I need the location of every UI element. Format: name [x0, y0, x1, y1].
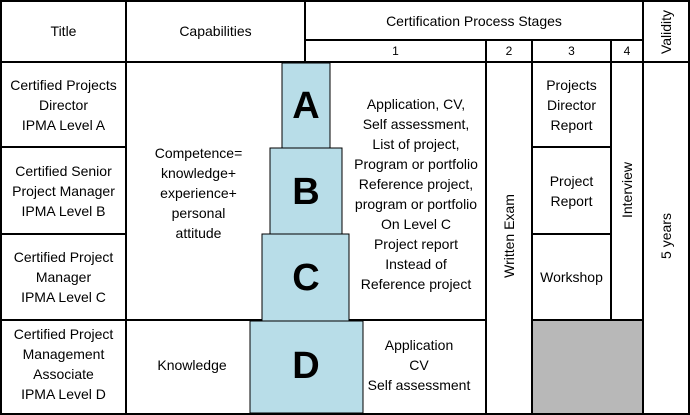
cell-stage3-b [533, 148, 610, 233]
cell-title-b [2, 148, 125, 233]
cell-header-stage3 [533, 41, 610, 61]
level-letter-c: C [292, 257, 320, 299]
cell-stage3-4-d-grey [533, 321, 642, 413]
capabilities-abc: Competence=knowledge+experience+personal… [154, 145, 243, 241]
cell-stage4 [612, 63, 642, 319]
cell-header-title [2, 2, 125, 61]
level-letter-d: D [292, 345, 320, 387]
cell-title-c [2, 235, 125, 319]
stage4-interview: Interview [619, 161, 635, 219]
header-validity: Validity [658, 9, 674, 55]
cell-header-validity [644, 2, 688, 61]
cell-stage2 [487, 63, 531, 413]
cell-header-stage2 [487, 41, 531, 61]
tower-block-c [261, 233, 350, 322]
header-title: Title [50, 23, 77, 39]
cell-stage3-c [533, 235, 610, 319]
stage2-written-exam: Written Exam [501, 194, 517, 278]
stage3-c-text: Workshop [540, 269, 603, 285]
validity-5-years: 5 years [658, 213, 674, 259]
stage1-abc-text: Application, CV,Self assessment,List of … [354, 96, 478, 292]
cell-title-d [2, 321, 125, 413]
cell-validity [644, 63, 688, 413]
cell-header-stages [306, 2, 642, 39]
header-stage-4: 4 [623, 44, 631, 58]
tower-block-b [269, 147, 343, 236]
header-stage-1: 1 [392, 44, 399, 58]
level-letter-b: B [292, 171, 320, 213]
tower-block-d [249, 320, 364, 414]
cell-header-capabilities [127, 2, 304, 61]
level-letter-a: A [292, 85, 320, 127]
tower-block-a [281, 62, 331, 150]
cell-stage3-a [533, 63, 610, 146]
capabilities-d: Knowledge [157, 357, 227, 373]
cell-title-a [2, 63, 125, 146]
header-stage-3: 3 [568, 44, 575, 58]
cell-header-stage1 [306, 41, 485, 61]
header-capabilities: Capabilities [179, 23, 252, 39]
header-stage-2: 2 [505, 44, 513, 58]
cell-header-stage4 [612, 41, 642, 61]
header-stages: Certification Process Stages [386, 13, 562, 29]
